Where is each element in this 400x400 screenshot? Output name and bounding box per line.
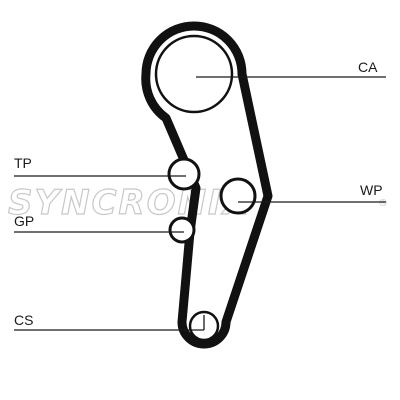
watermark-registered-mark: ® [378,198,388,209]
leader-lines [14,76,386,331]
label-wp: WP [360,182,383,198]
label-gp: GP [14,213,34,229]
watermark-logo: SYNCRONIX ® [7,182,388,223]
water-pump-pulley [219,177,257,215]
label-tp: TP [14,155,32,171]
timing-belt [141,21,273,349]
camshaft-pulley [154,34,234,114]
watermark-text: SYNCRONIX [8,183,251,223]
crankshaft-pulley [188,310,220,342]
label-cs: CS [14,312,33,328]
guide-pulley [168,216,196,244]
tensioner-pulley [167,157,201,191]
label-ca: CA [358,59,378,75]
